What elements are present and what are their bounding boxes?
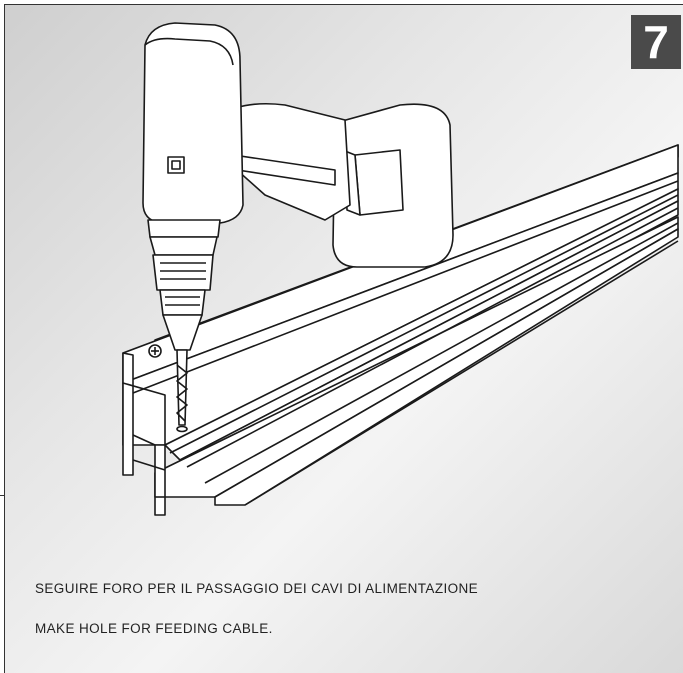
- instruction-text-english: MAKE HOLE FOR FEEDING CABLE.: [35, 621, 273, 636]
- cordless-drill: [142, 22, 454, 433]
- frame-divider-tick: [0, 495, 4, 496]
- screw-icon: [148, 344, 162, 358]
- instruction-panel: 7 SEGUIRE FORO PER IL PASSAGGIO DEI CAVI…: [4, 4, 683, 673]
- drill-on-rail-illustration: [122, 22, 679, 516]
- step-number-badge: 7: [631, 15, 681, 69]
- instruction-text-italian: SEGUIRE FORO PER IL PASSAGGIO DEI CAVI D…: [35, 581, 479, 596]
